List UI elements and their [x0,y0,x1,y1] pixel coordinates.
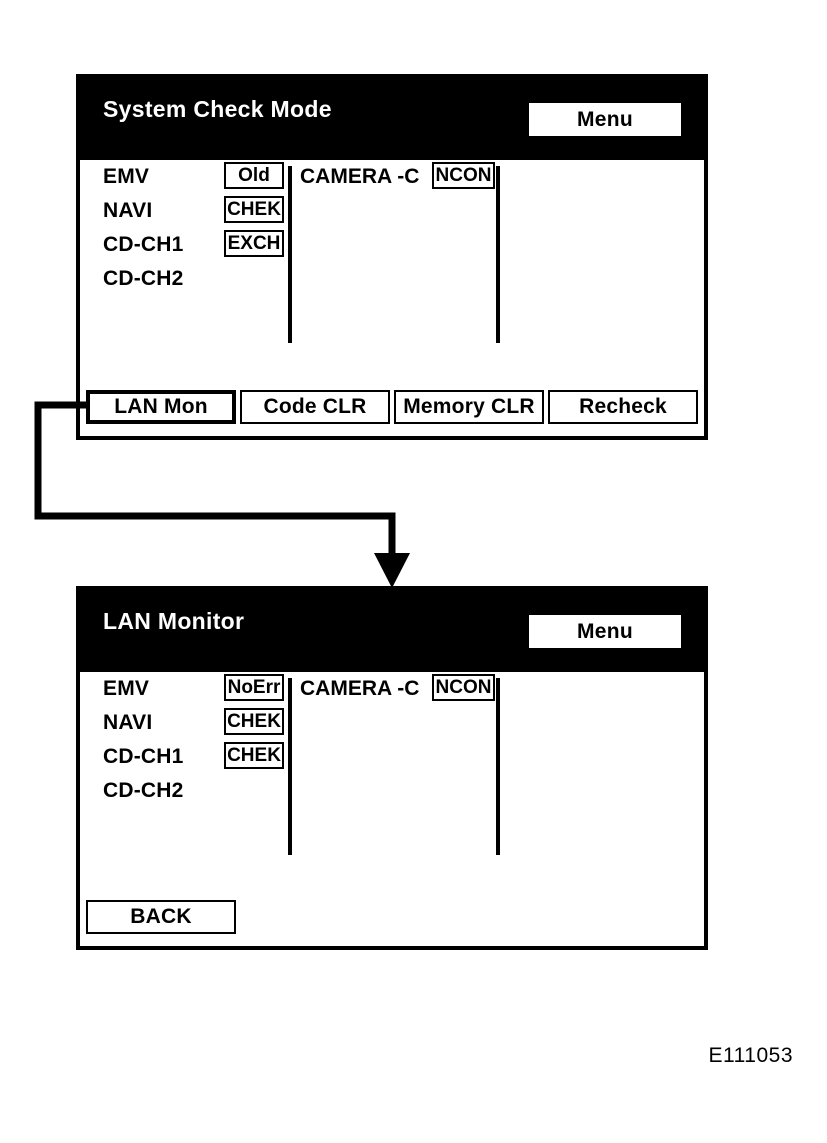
screen-body: EMV Old NAVI CHEK CD-CH1 EXCH CD-CH2 CAM… [80,160,704,350]
column-divider [496,166,500,343]
lan-monitor-screen: LAN Monitor Menu EMV NoErr NAVI CHEK CD-… [76,586,708,950]
list-item[interactable]: CAMERA -C NCON [292,160,496,194]
status-badge: CHEK [224,742,284,769]
recheck-button[interactable]: Recheck [548,390,698,424]
device-status-list: EMV NoErr NAVI CHEK CD-CH1 CHEK CD-CH2 [80,672,288,808]
button-row: BACK [80,900,704,934]
list-item[interactable]: CD-CH1 EXCH [80,228,288,262]
column-divider [496,678,500,855]
status-badge: NoErr [224,674,284,701]
device-label: EMV [103,165,150,188]
menu-button[interactable]: Menu [529,615,681,648]
system-check-mode-screen: System Check Mode Menu EMV Old NAVI CHEK… [76,74,708,440]
menu-button[interactable]: Menu [529,103,681,136]
camera-label: CAMERA -C [300,677,420,700]
list-item[interactable]: NAVI CHEK [80,194,288,228]
memory-clr-button[interactable]: Memory CLR [394,390,544,424]
figure-reference-code: E111053 [708,1044,793,1067]
titlebar: LAN Monitor Menu [80,590,704,672]
screen-body: EMV NoErr NAVI CHEK CD-CH1 CHEK CD-CH2 C… [80,672,704,862]
status-badge: CHEK [224,708,284,735]
camera-label: CAMERA -C [300,165,420,188]
lan-mon-button[interactable]: LAN Mon [86,390,236,424]
list-item[interactable]: CD-CH2 [80,262,288,296]
list-item[interactable]: EMV Old [80,160,288,194]
list-item[interactable]: NAVI CHEK [80,706,288,740]
status-badge: CHEK [224,196,284,223]
device-label: NAVI [103,711,153,734]
back-button[interactable]: BACK [86,900,236,934]
column-divider [288,166,292,343]
titlebar: System Check Mode Menu [80,78,704,160]
button-row: LAN Mon Code CLR Memory CLR Recheck [80,390,704,424]
page-title: System Check Mode [103,96,332,122]
device-status-list: EMV Old NAVI CHEK CD-CH1 EXCH CD-CH2 [80,160,288,296]
device-label: CD-CH1 [103,745,184,768]
device-label: CD-CH2 [103,267,184,290]
status-badge: NCON [432,162,495,189]
camera-status-list: CAMERA -C NCON [292,672,496,706]
device-label: CD-CH1 [103,233,184,256]
list-item[interactable]: CD-CH2 [80,774,288,808]
list-item[interactable]: CD-CH1 CHEK [80,740,288,774]
device-label: NAVI [103,199,153,222]
device-label: CD-CH2 [103,779,184,802]
device-label: EMV [103,677,150,700]
status-badge: Old [224,162,284,189]
code-clr-button[interactable]: Code CLR [240,390,390,424]
page-title: LAN Monitor [103,608,245,634]
status-badge: EXCH [224,230,284,257]
camera-status-list: CAMERA -C NCON [292,160,496,194]
status-badge: NCON [432,674,495,701]
list-item[interactable]: EMV NoErr [80,672,288,706]
column-divider [288,678,292,855]
list-item[interactable]: CAMERA -C NCON [292,672,496,706]
